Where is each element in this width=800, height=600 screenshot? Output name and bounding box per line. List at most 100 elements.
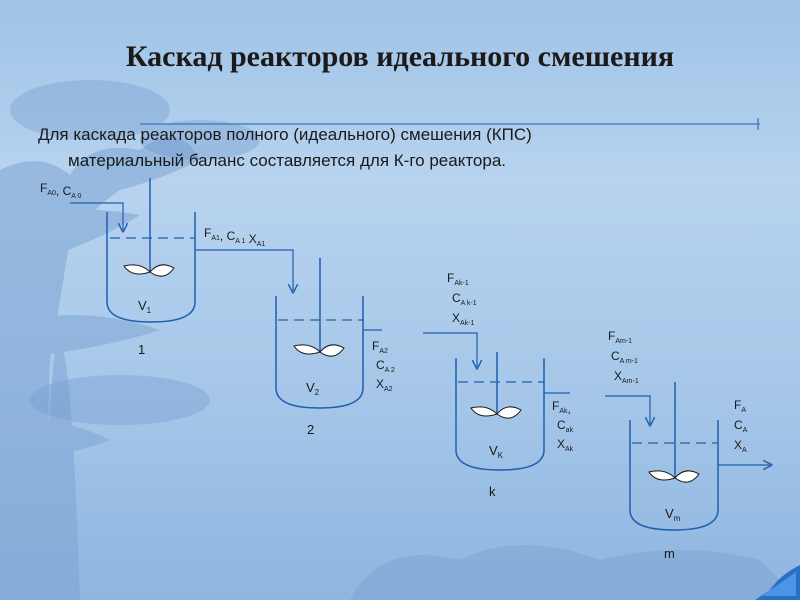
outlet-label-k-1-part: C bbox=[557, 418, 566, 432]
outlet-label-k-0-sub: Ak bbox=[559, 408, 568, 415]
outlet-label-1-sub: A 1 bbox=[235, 238, 245, 245]
volume-label-m-part: V bbox=[665, 506, 674, 521]
outlet-label-k-0: FAk, bbox=[552, 399, 571, 416]
outlet-label-k-1-sub: ak bbox=[566, 427, 574, 434]
inlet-label-m-0-part: F bbox=[608, 329, 615, 343]
inlet-label-1: FA0, CA 0 bbox=[40, 181, 81, 200]
inlet-arrow bbox=[605, 395, 650, 424]
stirrer-blade-left bbox=[293, 344, 321, 355]
stirrer-blade-right bbox=[674, 470, 700, 483]
outlet-label-2-1: CA 2 bbox=[376, 358, 395, 374]
outlet-label-m-1: CA bbox=[734, 418, 748, 434]
reactor-number-2: 2 bbox=[307, 422, 314, 437]
stirrer-blade-right bbox=[496, 406, 522, 419]
inlet-label-m-2-sub: Am-1 bbox=[622, 378, 639, 385]
outlet-label-1-part: X bbox=[245, 232, 256, 246]
inlet-label-1-sub: A0 bbox=[47, 190, 56, 197]
volume-label-2: V2 bbox=[306, 380, 320, 397]
inlet-arrow bbox=[423, 332, 477, 367]
outlet-label-m-2: XA bbox=[734, 438, 747, 454]
inlet-arrow bbox=[70, 202, 123, 230]
page-title: Каскад реакторов идеального смешения bbox=[125, 40, 675, 73]
outlet-label-2-1-part: C bbox=[376, 358, 385, 372]
volume-label-1-sub: 1 bbox=[147, 306, 152, 315]
outlet-label-m-1-sub: A bbox=[743, 427, 748, 434]
outlet-label-1-sub: A1 bbox=[257, 241, 266, 248]
transfer-arrow bbox=[195, 249, 293, 291]
inlet-label-m-0-sub: Am-1 bbox=[615, 338, 632, 345]
stirrer-blade-left bbox=[123, 264, 151, 275]
outlet-label-2-2-sub: A2 bbox=[384, 386, 393, 393]
inlet-label-m-2-part: X bbox=[614, 369, 622, 383]
inlet-label-m-2: XAm-1 bbox=[614, 369, 639, 385]
inlet-label-k-2-sub: Ak-1 bbox=[460, 320, 475, 327]
intro-text: Для каскада реакторов полного (идеальног… bbox=[38, 122, 738, 174]
inlet-label-k-2: XAk-1 bbox=[452, 311, 475, 327]
volume-label-1-part: V bbox=[138, 298, 147, 313]
outlet-label-m-2-sub: A bbox=[742, 447, 747, 454]
intro-line-2: материальный баланс составляется для К-г… bbox=[68, 151, 506, 170]
volume-label-1: V1 bbox=[138, 298, 152, 315]
outlet-label-m-2-part: X bbox=[734, 438, 742, 452]
inlet-label-k-2-part: X bbox=[452, 311, 460, 325]
outlet-label-1: FA1, CA 1 XA1 bbox=[204, 226, 265, 248]
inlet-label-m-0: FAm-1 bbox=[608, 329, 632, 345]
reactor-2: 2 bbox=[275, 258, 382, 437]
volume-label-k-part: V bbox=[489, 443, 498, 458]
reactor-vessel bbox=[106, 212, 196, 323]
reactor-k: k bbox=[423, 332, 570, 499]
stirrer-blade-left bbox=[470, 406, 498, 417]
outlet-label-k-2: XAk bbox=[557, 437, 574, 453]
stirrer-blade-right bbox=[149, 264, 175, 277]
outlet-label-1-part: F bbox=[204, 226, 211, 240]
reactor-vessel bbox=[275, 296, 364, 409]
inlet-label-m-1-sub: A m-1 bbox=[620, 358, 638, 365]
outlet-label-m-1-part: C bbox=[734, 418, 743, 432]
outlet-label-k-0-part: F bbox=[552, 399, 559, 413]
corner-arrow-icon bbox=[755, 565, 800, 600]
reactor-vessel bbox=[455, 358, 545, 471]
reactor-number-k: k bbox=[489, 484, 496, 499]
reactor-number-m: m bbox=[664, 546, 675, 561]
volume-label-m-sub: m bbox=[674, 514, 681, 523]
outlet-label-1-part: , C bbox=[220, 229, 236, 243]
outlet-label-1-sub: A1 bbox=[211, 235, 220, 242]
stirrer-blade-left bbox=[648, 470, 676, 481]
volume-label-2-sub: 2 bbox=[315, 388, 320, 397]
intro-line-1: Для каскада реакторов полного (идеальног… bbox=[38, 125, 532, 144]
stirrer-blade-right bbox=[319, 344, 345, 357]
inlet-label-m-1: CA m-1 bbox=[611, 349, 638, 365]
inlet-label-1-sub: A 0 bbox=[71, 193, 81, 200]
reactor-vessel bbox=[629, 420, 719, 531]
volume-label-k-sub: K bbox=[498, 451, 504, 460]
inlet-label-1-part: , C bbox=[56, 184, 72, 198]
outlet-label-2-0-part: F bbox=[372, 339, 379, 353]
reactor-1: 1 bbox=[70, 178, 293, 357]
outlet-label-2-2: XA2 bbox=[376, 377, 393, 393]
volume-label-m: Vm bbox=[665, 506, 681, 523]
inlet-label-k-1-sub: A k-1 bbox=[461, 300, 477, 307]
outlet-label-m-0: FA bbox=[734, 398, 746, 414]
inlet-label-k-0-sub: Ak-1 bbox=[454, 280, 469, 287]
inlet-label-1-part: F bbox=[40, 181, 47, 195]
volume-label-k: VK bbox=[489, 443, 504, 460]
inlet-label-k-0-part: F bbox=[447, 271, 454, 285]
volume-label-2-part: V bbox=[306, 380, 315, 395]
reactor-number-1: 1 bbox=[138, 342, 145, 357]
inlet-label-m-1-part: C bbox=[611, 349, 620, 363]
outlet-label-m-0-sub: A bbox=[741, 407, 746, 414]
outlet-label-k-2-part: X bbox=[557, 437, 565, 451]
outlet-label-2-2-part: X bbox=[376, 377, 384, 391]
outlet-label-k-0-part: , bbox=[568, 402, 571, 416]
outlet-label-k-2-sub: Ak bbox=[565, 446, 574, 453]
outlet-label-2-0: FA2 bbox=[372, 339, 388, 355]
reactor-m: m bbox=[605, 382, 770, 561]
inlet-label-k-1: CA k-1 bbox=[452, 291, 477, 307]
inlet-label-k-1-part: C bbox=[452, 291, 461, 305]
outlet-label-2-0-sub: A2 bbox=[379, 348, 388, 355]
outlet-label-2-1-sub: A 2 bbox=[385, 367, 395, 374]
inlet-label-k-0: FAk-1 bbox=[447, 271, 469, 287]
